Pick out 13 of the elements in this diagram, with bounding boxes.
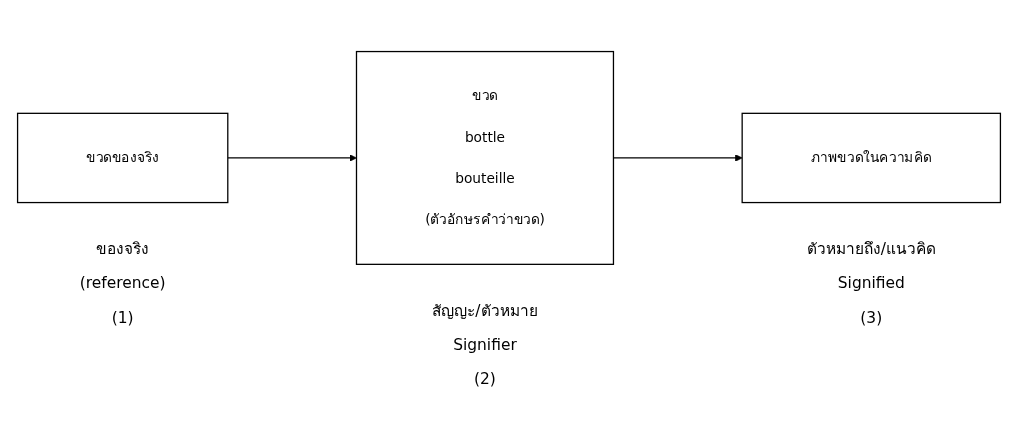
caption-text: (reference) [79, 273, 166, 292]
caption-text: Signified [837, 273, 905, 292]
caption-text: Signifier [453, 335, 517, 354]
caption-text: (2) [474, 369, 496, 388]
caption-text: (1) [111, 308, 134, 327]
caption-text: ตัวหมายถึง/แนวคิด [806, 239, 936, 258]
node-box: ขวดของจริง [16, 112, 229, 203]
caption-text: สัญญะ/ตัวหมาย [432, 301, 538, 320]
node-box: ภาพขวดในความคิด [741, 112, 1002, 203]
node-box: ขวด bottle bouteille (ตัวอักษรคำว่าขวด) [355, 50, 615, 265]
caption-text: ของจริง [96, 239, 150, 258]
arrow [227, 153, 357, 162]
caption-text: (3) [860, 308, 883, 327]
